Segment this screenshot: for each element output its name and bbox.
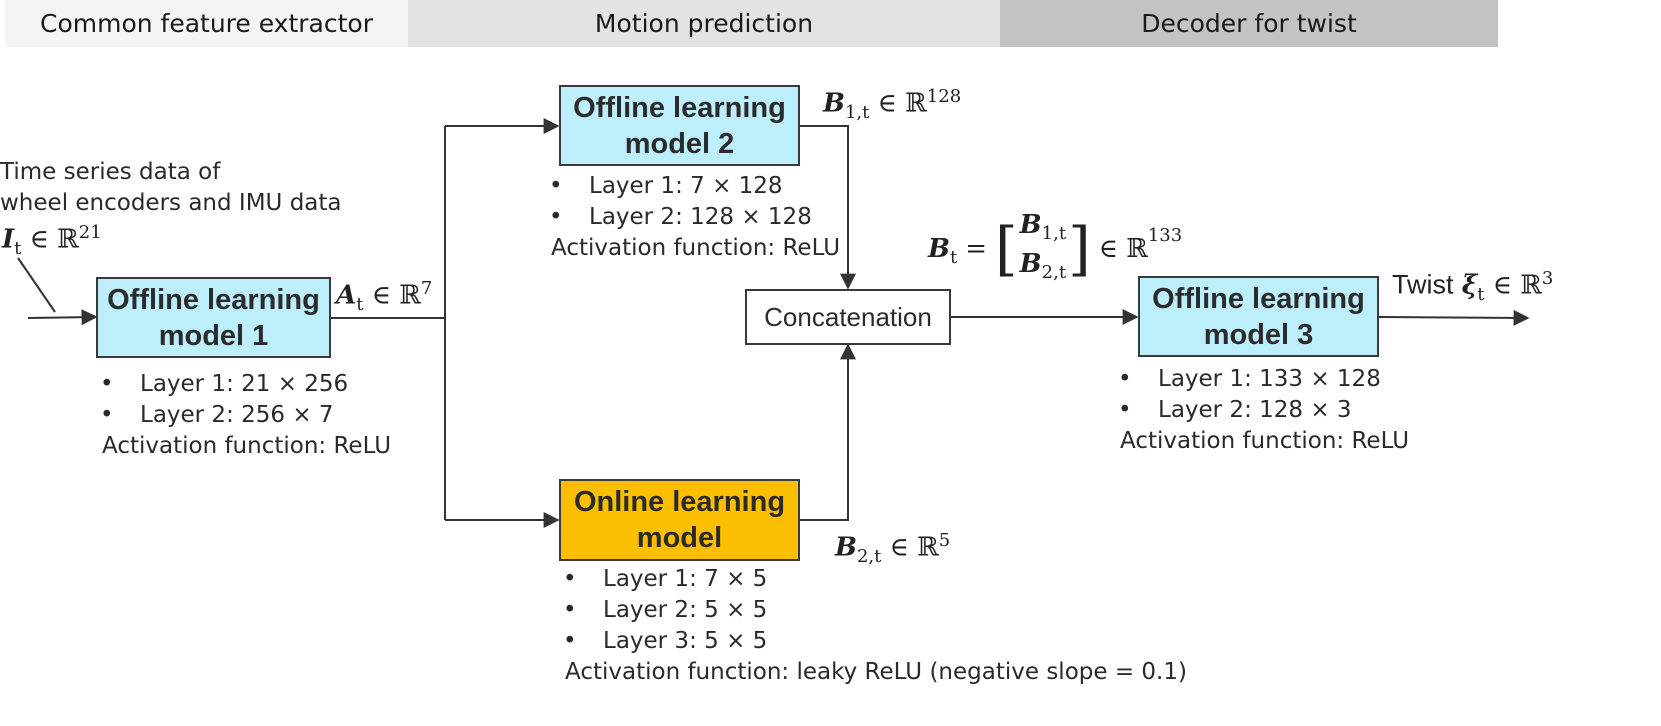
model2-layer-1: •Layer 1: 7 × 128 bbox=[549, 173, 783, 199]
vector-column: B1,t B2,t bbox=[1019, 209, 1067, 284]
concatenation-box: Concatenation bbox=[745, 289, 951, 345]
input-pointer-line bbox=[17, 257, 56, 313]
arrow-model3-output bbox=[1378, 309, 1530, 326]
vector-bracket-left: [ bbox=[995, 215, 1018, 283]
online-layer-3: •Layer 3: 5 × 5 bbox=[563, 628, 768, 654]
model1-activation: Activation function: ReLU bbox=[102, 433, 392, 459]
arrow-online-to-concat bbox=[800, 343, 856, 521]
offline-model-2-box: Offline learning model 2 bbox=[559, 85, 800, 166]
band-motion-prediction: Motion prediction bbox=[408, 0, 1000, 47]
online-layer-2: •Layer 2: 5 × 5 bbox=[563, 597, 768, 623]
arrow-model2-to-concat bbox=[800, 125, 856, 290]
input-symbol: It ∈ ℝ21 bbox=[2, 222, 102, 259]
model2-layer-2: •Layer 2: 128 × 128 bbox=[549, 204, 812, 230]
input-desc-line2: wheel encoders and IMU data bbox=[0, 190, 342, 216]
model2-activation: Activation function: ReLU bbox=[551, 235, 841, 261]
vector-bracket-right: ] bbox=[1068, 215, 1091, 283]
model2-output-symbol: B1,t ∈ ℝ128 bbox=[823, 86, 962, 123]
model3-layer-2: •Layer 2: 128 × 3 bbox=[1118, 397, 1352, 423]
arrow-input-to-model1 bbox=[27, 309, 98, 326]
online-learning-model-box: Online learning model bbox=[559, 479, 800, 561]
online-layer-1: •Layer 1: 7 × 5 bbox=[563, 566, 768, 592]
model3-output-symbol: Twist ξt ∈ ℝ3 bbox=[1392, 268, 1554, 305]
online-output-symbol: B2,t ∈ ℝ5 bbox=[835, 530, 951, 567]
model1-layer-1: •Layer 1: 21 × 256 bbox=[100, 371, 349, 397]
input-desc-line1: Time series data of bbox=[0, 159, 221, 185]
band-common-feature-extractor: Common feature extractor bbox=[5, 0, 408, 47]
model3-activation: Activation function: ReLU bbox=[1120, 428, 1410, 454]
model1-layer-2: •Layer 2: 256 × 7 bbox=[100, 402, 334, 428]
offline-model-1-box: Offline learning model 1 bbox=[96, 277, 331, 358]
model3-layer-1: •Layer 1: 133 × 128 bbox=[1118, 366, 1381, 392]
model1-output-symbol: At ∈ ℝ7 bbox=[336, 278, 433, 315]
online-activation: Activation function: leaky ReLU (negativ… bbox=[565, 659, 1187, 685]
band-decoder-for-twist: Decoder for twist bbox=[1000, 0, 1498, 47]
offline-model-3-box: Offline learning model 3 bbox=[1138, 276, 1379, 357]
